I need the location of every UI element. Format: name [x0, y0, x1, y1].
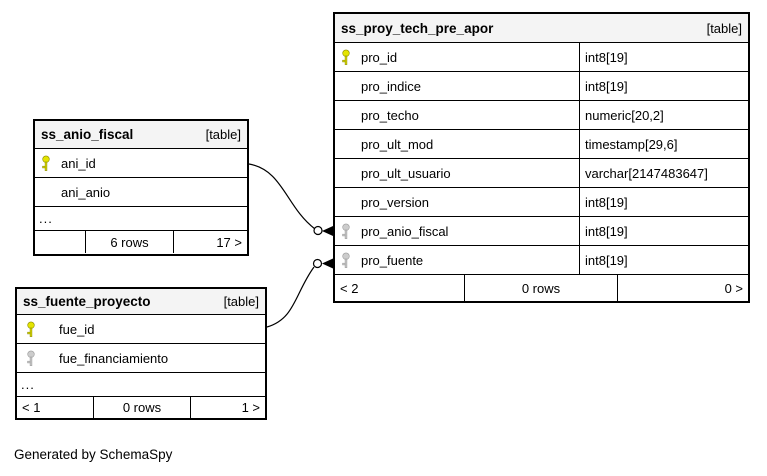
- fk-endpoint-circle-anio: [313, 225, 323, 236]
- column-name: pro_ult_usuario: [361, 165, 451, 181]
- column-row-fue-financiamiento: fue_financiamiento: [17, 344, 265, 373]
- column-row-pro-indice: pro_indice int8[19]: [335, 72, 748, 101]
- foreign-key-icon: [341, 223, 351, 240]
- footer-parents-count: < 2: [335, 275, 465, 301]
- fk-arrowhead-fuente: [322, 258, 333, 269]
- column-name: fue_financiamiento: [59, 350, 169, 366]
- column-row-pro-ult-usuario: pro_ult_usuario varchar[2147483647]: [335, 159, 748, 188]
- table-footer: < 1 0 rows 1 >: [17, 397, 265, 418]
- foreign-key-icon: [26, 350, 36, 367]
- column-name: pro_version: [361, 194, 429, 210]
- footer-row-count: 6 rows: [86, 231, 174, 253]
- table-ss-anio-fiscal: ss_anio_fiscal [table] ani_id ani_anio .…: [33, 119, 249, 256]
- column-row-pro-fuente: pro_fuente int8[19]: [335, 246, 748, 275]
- column-type: int8[19]: [585, 223, 628, 239]
- footer-parents-count: < 1: [17, 397, 94, 418]
- column-name: pro_indice: [361, 78, 421, 94]
- column-row-pro-id: pro_id int8[19]: [335, 43, 748, 72]
- column-row-fue-id: fue_id: [17, 315, 265, 344]
- column-row-pro-techo: pro_techo numeric[20,2]: [335, 101, 748, 130]
- footer-parents-count: [35, 231, 86, 253]
- table-ss-proy-tech-pre-apor: ss_proy_tech_pre_apor [table] pro_id int…: [333, 12, 750, 303]
- foreign-key-icon: [341, 252, 351, 269]
- footer-children-count: 17 >: [216, 234, 242, 250]
- column-row-ani-id: ani_id: [35, 149, 247, 178]
- fk-endpoint-circle-fuente: [312, 258, 323, 269]
- table-title[interactable]: ss_fuente_proyecto: [23, 294, 151, 309]
- column-type: int8[19]: [585, 252, 628, 268]
- column-type: int8[19]: [585, 194, 628, 210]
- footer-row-count: 0 rows: [94, 397, 191, 418]
- fk-arrowhead-anio: [322, 226, 333, 236]
- footer-row-count: 0 rows: [465, 275, 618, 301]
- table-type-badge: [table]: [223, 294, 259, 309]
- table-footer: < 2 0 rows 0 >: [335, 275, 748, 301]
- column-name: pro_techo: [361, 107, 419, 123]
- column-name: pro_ult_mod: [361, 136, 434, 152]
- column-type: int8[19]: [585, 78, 628, 94]
- column-name: pro_fuente: [361, 252, 424, 268]
- footer-children-count: 1 >: [241, 400, 260, 415]
- column-type: numeric[20,2]: [585, 107, 664, 123]
- column-type: timestamp[29,6]: [585, 136, 678, 152]
- table-header: ss_anio_fiscal [table]: [35, 121, 247, 149]
- column-name: ani_id: [61, 155, 96, 171]
- table-ss-fuente-proyecto: ss_fuente_proyecto [table] fue_id fue_fi…: [15, 287, 267, 420]
- column-type: int8[19]: [585, 49, 628, 65]
- table-header: ss_proy_tech_pre_apor [table]: [335, 14, 748, 43]
- primary-key-icon: [26, 321, 36, 338]
- table-type-badge: [table]: [706, 20, 742, 36]
- primary-key-icon: [41, 155, 51, 172]
- footer-children-count: 0 >: [724, 280, 743, 296]
- column-row-pro-ult-mod: pro_ult_mod timestamp[29,6]: [335, 130, 748, 159]
- hidden-columns-ellipsis: ...: [35, 207, 247, 231]
- table-title[interactable]: ss_anio_fiscal: [41, 127, 134, 142]
- generated-by-note: Generated by SchemaSpy: [14, 447, 173, 462]
- column-row-pro-anio-fiscal: pro_anio_fiscal int8[19]: [335, 217, 748, 246]
- hidden-columns-ellipsis: ...: [17, 373, 265, 397]
- table-header: ss_fuente_proyecto [table]: [17, 289, 265, 315]
- column-name: fue_id: [59, 321, 95, 337]
- column-row-ani-anio: ani_anio: [35, 178, 247, 207]
- table-type-badge: [table]: [205, 127, 241, 142]
- column-row-pro-version: pro_version int8[19]: [335, 188, 748, 217]
- table-title[interactable]: ss_proy_tech_pre_apor: [341, 20, 494, 36]
- primary-key-icon: [341, 49, 351, 66]
- relationship-line-fuente-to-proy: [266, 266, 315, 328]
- column-name: pro_id: [361, 49, 398, 65]
- column-name: pro_anio_fiscal: [361, 223, 449, 239]
- relationship-line-anio-to-proy: [248, 163, 316, 230]
- column-name: ani_anio: [61, 184, 111, 200]
- table-footer: 6 rows 17 >: [35, 231, 247, 253]
- column-type: varchar[2147483647]: [585, 165, 708, 181]
